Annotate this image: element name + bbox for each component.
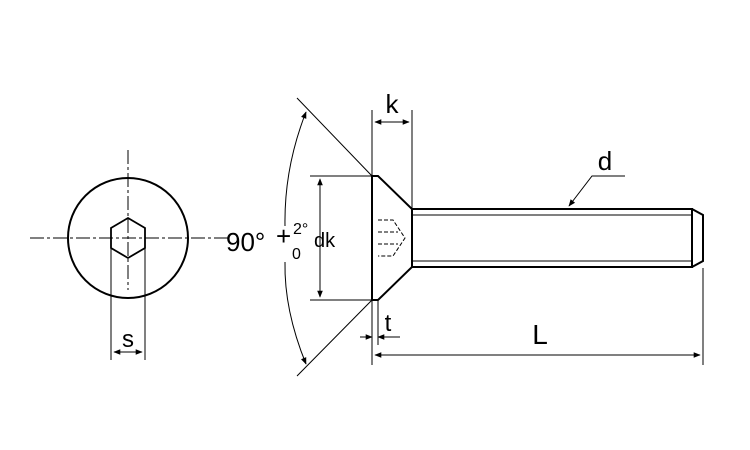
L-label: L [532,319,548,350]
k-label: k [386,89,400,119]
d-label: d [598,146,612,176]
side-view [284,97,704,377]
dk-label: dk [314,230,336,252]
angle-extension-lower [296,299,373,377]
countersunk-head [371,175,413,301]
hex-socket [110,216,146,260]
s-label: s [122,326,134,353]
angle-extension-upper [296,97,373,177]
socket-hidden-lines [378,219,406,257]
d-leader-line [568,175,625,207]
angle-tolerance-upper: 2° [293,221,308,238]
angle-plus-sign: + [276,221,291,251]
screw-tip-chamfer [691,208,704,268]
angle-label: 90° [226,227,265,257]
t-label: t [385,310,392,337]
end-view [30,150,228,360]
screw-shank [411,208,693,268]
angle-arc-lower [284,261,307,365]
angle-arc-upper [284,111,307,227]
angle-tolerance-lower: 0 [292,246,301,263]
